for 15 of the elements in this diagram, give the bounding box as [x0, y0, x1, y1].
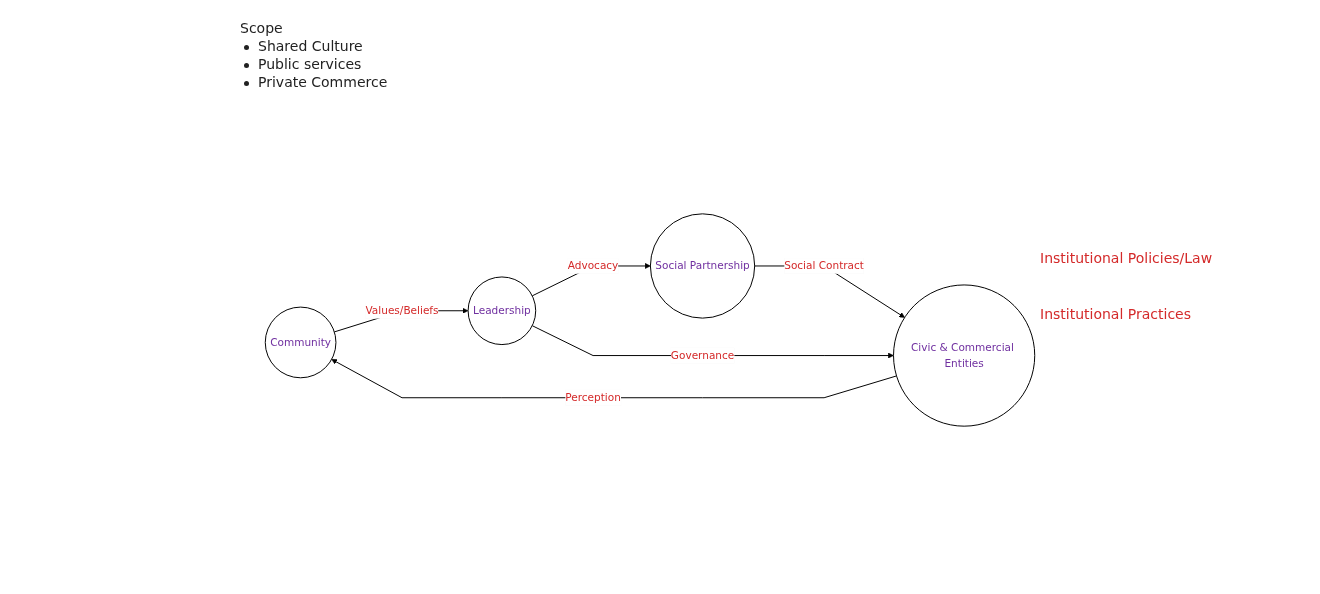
- edge-label: Perception: [565, 391, 621, 404]
- node-circle: Leadership: [467, 276, 537, 346]
- heading-text: Scope: [240, 20, 284, 36]
- list-item-text: Shared Culture: [258, 38, 363, 54]
- list-item-text: Public services: [258, 56, 362, 72]
- note-text: Institutional Policies/Law: [1040, 250, 1213, 266]
- node-circle: Community: [264, 306, 337, 379]
- edge-label: Social Contract: [784, 259, 864, 272]
- edge-label: Values/Beliefs: [365, 304, 439, 317]
- note-text: Institutional Practices: [1040, 306, 1192, 322]
- node-circle: Civic & Commercial Entities: [893, 284, 1036, 427]
- edge-label: Advocacy: [567, 259, 619, 272]
- list-item-text: Private Commerce: [258, 74, 388, 90]
- edge-label: Governance: [670, 348, 735, 362]
- node-circle: Social Partnership: [649, 213, 756, 319]
